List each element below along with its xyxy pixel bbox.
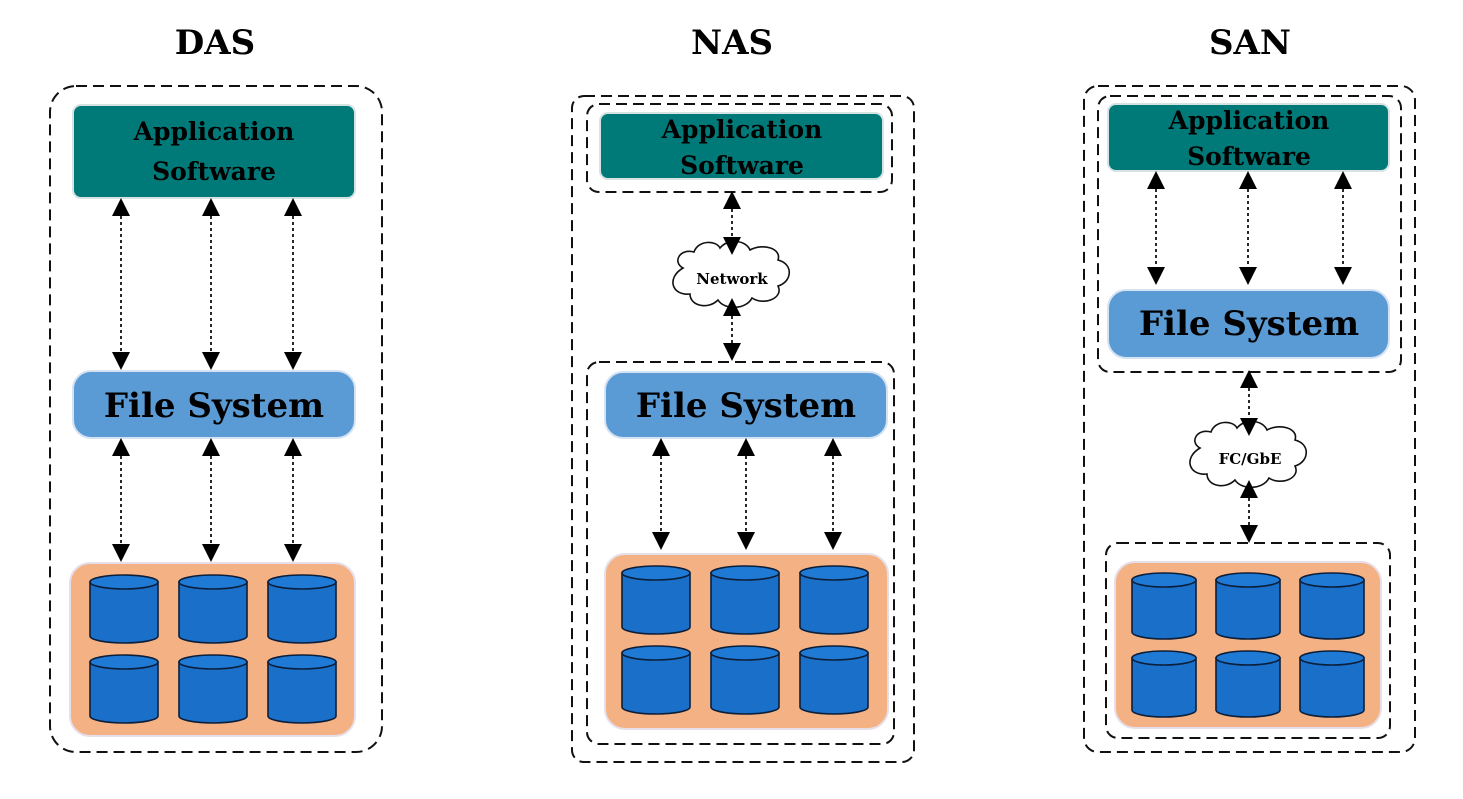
nas-network-cloud: Network (672, 240, 791, 309)
double-arrow-icon (737, 438, 755, 550)
nas-application-label: Application (661, 115, 823, 144)
double-arrow-icon (112, 198, 130, 370)
disk-icon (621, 565, 691, 635)
double-arrow-icon (723, 298, 741, 361)
das-file-system-label: File System (104, 386, 324, 426)
cloud-icon (1189, 420, 1308, 489)
nas-server-boundary (586, 361, 895, 745)
san-application-software-box (1107, 103, 1390, 172)
nas-outer-boundary (571, 95, 915, 763)
disk-icon (89, 654, 159, 724)
double-arrow-icon (284, 438, 302, 562)
double-arrow-icon (1334, 171, 1352, 285)
san-fc-gbe-label: FC/GbE (1219, 450, 1282, 468)
disk-icon (89, 574, 159, 644)
nas-network-label: Network (696, 270, 768, 288)
san-application-label: Application (1168, 106, 1330, 135)
disk-icon (178, 574, 248, 644)
san-software-label: Software (1187, 142, 1311, 171)
das-application-software-box (72, 104, 356, 199)
disk-icon (1131, 572, 1197, 640)
disk-icon (267, 574, 337, 644)
nas-file-system-label: File System (636, 386, 856, 426)
das-software-label: Software (152, 157, 276, 186)
double-arrow-icon (202, 438, 220, 562)
das-outer-boundary (49, 85, 383, 753)
double-arrow-icon (1240, 480, 1258, 543)
san-arrows (1147, 171, 1352, 543)
san-file-system-label: File System (1139, 304, 1359, 344)
nas-title: NAS (691, 23, 773, 63)
nas-software-label: Software (680, 151, 804, 180)
disk-icon (267, 654, 337, 724)
double-arrow-icon (723, 191, 741, 255)
nas-column: NAS Application Software Network File Sy… (571, 23, 915, 763)
disk-icon (621, 645, 691, 715)
das-application-label: Application (133, 117, 295, 146)
double-arrow-icon (202, 198, 220, 370)
double-arrow-icon (1240, 370, 1258, 436)
double-arrow-icon (1239, 171, 1257, 285)
double-arrow-icon (112, 438, 130, 562)
cloud-icon (672, 240, 791, 309)
nas-client-boundary (586, 103, 893, 193)
das-column: DAS Application Software File System (49, 23, 383, 753)
double-arrow-icon (284, 198, 302, 370)
san-fc-gbe-cloud: FC/GbE (1189, 420, 1308, 489)
nas-disks (621, 565, 869, 715)
disk-icon (710, 645, 780, 715)
san-file-system-box (1107, 289, 1390, 359)
double-arrow-icon (1147, 171, 1165, 285)
disk-icon (1299, 572, 1365, 640)
disk-icon (1215, 650, 1281, 718)
double-arrow-icon (652, 438, 670, 550)
double-arrow-icon (824, 438, 842, 550)
san-disks (1131, 572, 1365, 718)
san-storage-boundary (1105, 542, 1391, 739)
disk-icon (799, 645, 869, 715)
san-column: SAN Application Software File System FC/… (1083, 23, 1416, 753)
nas-application-software-box (599, 112, 884, 180)
nas-arrows (652, 191, 842, 550)
disk-icon (710, 565, 780, 635)
disk-icon (1299, 650, 1365, 718)
das-title: DAS (175, 23, 255, 63)
disk-icon (799, 565, 869, 635)
das-disks (89, 574, 337, 724)
das-file-system-box (72, 370, 356, 439)
disk-icon (1215, 572, 1281, 640)
das-arrows (112, 198, 302, 562)
disk-icon (1131, 650, 1197, 718)
san-title: SAN (1209, 23, 1291, 63)
disk-icon (178, 654, 248, 724)
